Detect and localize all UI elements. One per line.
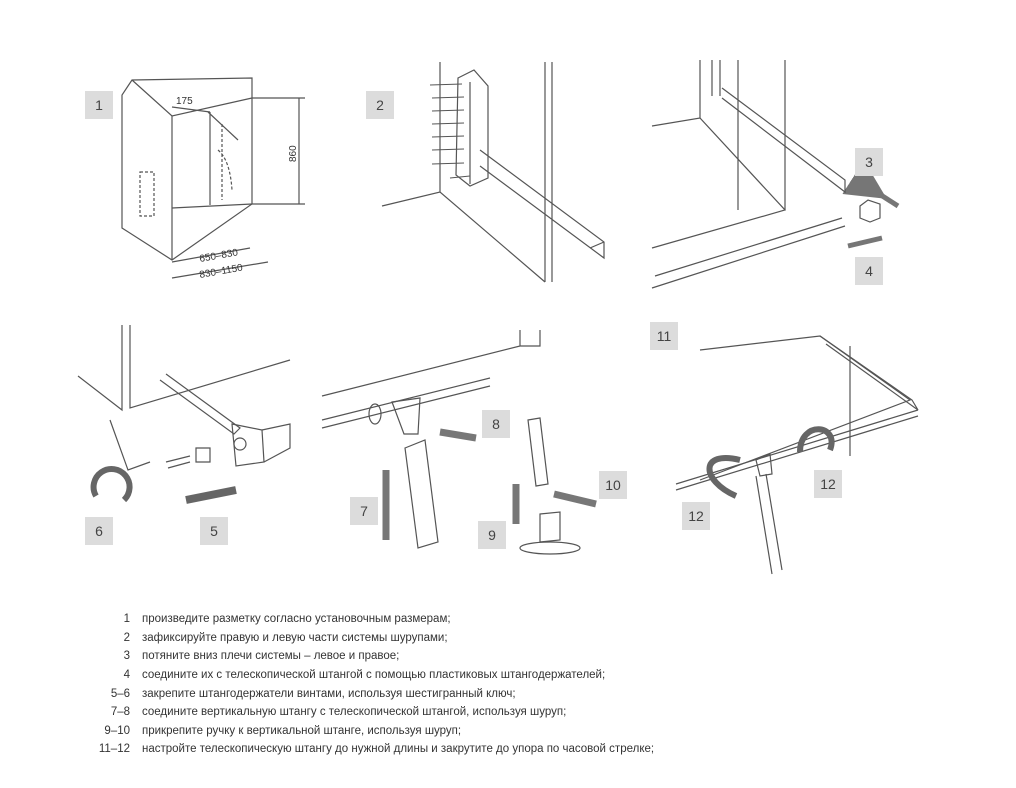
legend-step-number: 5–6 <box>110 687 130 700</box>
step-badge-1: 1 <box>85 91 113 119</box>
legend-step-number: 2 <box>123 631 130 644</box>
arrow-up-icon <box>842 160 898 206</box>
rotate-ccw-icon <box>94 469 130 500</box>
rotate-cw-right-icon <box>800 429 832 452</box>
instructions-legend: 1 произведите разметку согласно установоч… <box>88 610 988 759</box>
step-badge-5: 5 <box>200 517 228 545</box>
arrow-left-8-icon <box>440 432 476 438</box>
panel-7-10-rods <box>322 330 580 554</box>
legend-step-number: 7–8 <box>110 706 130 719</box>
arrow-left-10-icon <box>554 494 596 504</box>
legend-row: 5–6 закрепите штангодержатели винтами, ис… <box>88 684 988 703</box>
legend-step-number: 9–10 <box>104 724 130 737</box>
legend-row: 11–12 настройте телескопическую штангу до… <box>88 740 988 759</box>
legend-row: 2 зафиксируйте правую и левую части систе… <box>88 629 988 648</box>
legend-step-text: прикрепите ручку к вертикальной штанге, … <box>142 724 462 737</box>
legend-row: 9–10 прикрепите ручку к вертикальной штан… <box>88 722 988 741</box>
dim-height: 860 <box>288 145 299 162</box>
arrow-right-icon <box>848 238 882 246</box>
legend-step-number: 1 <box>123 613 130 626</box>
step-badge-10: 10 <box>599 471 627 499</box>
dim-width-outer: 830–1150 <box>199 262 244 281</box>
legend-step-text: закрепите штангодержатели винтами, испол… <box>142 687 516 700</box>
legend-step-text: потяните вниз плечи системы – левое и пр… <box>142 650 400 663</box>
step-badge-3: 3 <box>855 148 883 176</box>
legend-step-text: произведите разметку согласно установочн… <box>142 613 451 626</box>
rotate-cw-left-icon <box>709 458 740 496</box>
legend-row: 3 потяните вниз плечи системы – левое и п… <box>88 647 988 666</box>
legend-step-number: 11–12 <box>98 743 130 756</box>
panel-5-6-bracket <box>78 325 290 470</box>
panel-3-4-shelf <box>652 60 880 288</box>
panel-11-12-adjust <box>676 336 918 574</box>
dim-width-inner: 650–830 <box>199 247 240 265</box>
arrow-insert-icon <box>186 490 236 500</box>
legend-step-text: настройте телескопическую штангу до нужн… <box>142 743 655 756</box>
step-badge-4: 4 <box>855 257 883 285</box>
step-badge-12-left: 12 <box>682 502 710 530</box>
step-badge-12-right: 12 <box>814 470 842 498</box>
step-badge-8: 8 <box>482 410 510 438</box>
step-badge-9: 9 <box>478 521 506 549</box>
step-badge-7: 7 <box>350 497 378 525</box>
legend-row: 7–8 соедините вертикальную штангу с телес… <box>88 703 988 722</box>
legend-step-text: соедините вертикальную штангу с телескоп… <box>142 706 567 719</box>
dim-depth: 175 <box>176 96 193 107</box>
legend-step-number: 4 <box>123 669 130 682</box>
legend-row: 1 произведите разметку согласно установоч… <box>88 610 988 629</box>
step-badge-6: 6 <box>85 517 113 545</box>
legend-step-text: зафиксируйте правую и левую части систем… <box>142 631 448 644</box>
panel-2-mounting <box>382 62 604 282</box>
legend-step-number: 3 <box>123 650 130 663</box>
assembly-illustrations: 175 860 650–830 830–1150 <box>0 0 1016 600</box>
panel-1-cabinet <box>122 78 305 278</box>
step-badge-11: 11 <box>650 322 678 350</box>
legend-step-text: соедините их с телескопической штангой с… <box>142 669 606 682</box>
legend-row: 4 соедините их с телескопической штангой … <box>88 666 988 685</box>
step-badge-2: 2 <box>366 91 394 119</box>
